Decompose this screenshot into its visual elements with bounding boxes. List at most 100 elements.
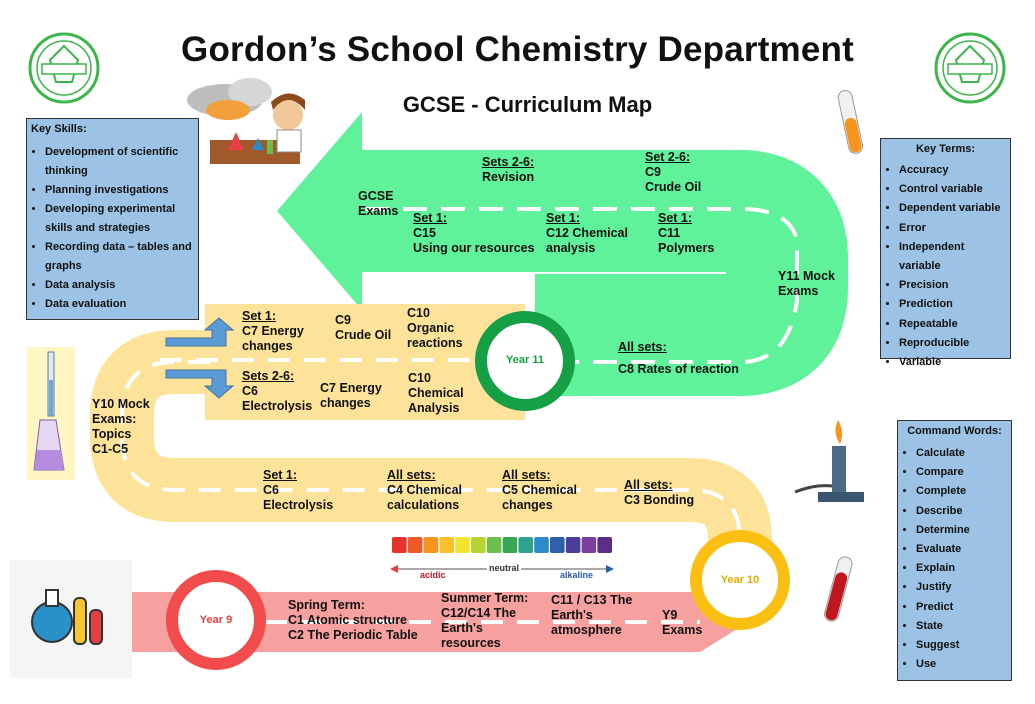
ph-swatch — [502, 537, 518, 553]
y9-spring-block: Spring Term: C1 Atomic structure C2 The … — [288, 598, 418, 643]
y10-lower-c6-block: Set 1: C6 Electrolysis — [263, 468, 333, 513]
year9-circle — [166, 570, 266, 670]
year11-road — [277, 112, 848, 396]
y10-c4-block: All sets: C4 Chemical calculations — [387, 468, 462, 513]
ph-alkaline-label: alkaline — [560, 570, 594, 580]
y11-c9-head: Set 2-6: — [645, 150, 691, 164]
school-logo-right — [934, 32, 1006, 104]
y11-revision-block: Sets 2-6: Revision — [482, 155, 534, 185]
y10-c3-block: All sets: C3 Bonding — [624, 478, 694, 508]
y10-c10b-line2: Chemical — [408, 386, 464, 400]
command-word-item: Explain — [916, 559, 1007, 578]
y9-summer-line3: Earth's — [441, 621, 483, 635]
y11-c8-head: All sets: — [618, 340, 667, 354]
ph-swatch — [471, 537, 486, 553]
y11-c12-line1: C12 Chemical — [546, 226, 628, 240]
year10-circle — [690, 530, 790, 630]
key-skills-heading: Key Skills: — [31, 123, 87, 135]
y10-c5-head: All sets: — [502, 468, 551, 482]
command-word-item: Use — [916, 655, 1007, 674]
y10-mock-line4: C1-C5 — [92, 442, 129, 456]
y10-c4-line2: calculations — [387, 498, 460, 512]
command-word-item: Determine — [916, 521, 1007, 540]
y10-c9-line2: Crude Oil — [335, 328, 392, 342]
ph-scale — [392, 537, 612, 553]
page-subtitle: GCSE - Curriculum Map — [402, 92, 653, 117]
gcse-exams-line1: GCSE — [358, 189, 394, 203]
y10-c10-block: C10 Organic reactions — [407, 306, 463, 351]
key-skill-item: Data evaluation — [45, 295, 194, 314]
command-words-panel: Command Words: Calculate Compare Complet… — [897, 420, 1012, 681]
ph-swatch — [455, 537, 470, 553]
y10-mock-line2: Exams: — [92, 412, 137, 426]
y10-mock-block: Y10 Mock Exams: Topics C1-C5 — [92, 397, 150, 457]
y10-sets26-head: Sets 2-6: — [242, 369, 295, 383]
key-skill-item: Planning investigations — [45, 181, 194, 200]
y11-mock-line2: Exams — [778, 284, 819, 298]
school-logo-left — [28, 32, 100, 104]
key-skill-item: Developing experimental skills and strat… — [45, 200, 194, 238]
y11-c11-head: Set 1: — [658, 211, 693, 225]
ph-neutral-label: neutral — [487, 563, 522, 573]
y10-c10-line1: C10 — [407, 306, 430, 320]
y10-set1-head: Set 1: — [242, 309, 277, 323]
gcse-exams-label: GCSE Exams — [358, 189, 398, 219]
test-tube-orange-icon — [837, 90, 864, 154]
y9-c11-block: C11 / C13 The Earth's atmosphere — [551, 593, 632, 638]
command-word-item: State — [916, 617, 1007, 636]
key-term-item: Variable — [899, 353, 1006, 372]
y10-lower-c6-line2: Electrolysis — [263, 498, 334, 512]
y10-c10b-line1: C10 — [408, 371, 431, 385]
y10-c9-line1: C9 — [335, 313, 351, 327]
key-term-item: Accuracy — [899, 161, 1006, 180]
year9-label: Year 9 — [199, 614, 233, 626]
y9-exams-block: Y9 Exams — [662, 608, 702, 638]
ph-swatch — [534, 537, 549, 553]
key-term-item: Control variable — [899, 180, 1006, 199]
y9-c11-line1: C11 / C13 The — [551, 593, 633, 607]
y10-lower-c6-line1: C6 — [263, 483, 279, 497]
y11-c15-block: Set 1: C15 Using our resources — [413, 211, 535, 256]
y11-c8-block: All sets: C8 Rates of reaction — [618, 340, 739, 377]
y11-c8-text: C8 Rates of reaction — [618, 362, 739, 376]
key-skill-item: Development of scientific thinking — [45, 143, 194, 181]
y10-mock-line1: Y10 Mock — [92, 397, 150, 411]
ph-swatch — [486, 537, 502, 553]
y9-summer-line1: Summer Term: — [441, 591, 529, 605]
command-words-heading: Command Words: — [907, 425, 1002, 437]
y11-c9-line2: Crude Oil — [645, 180, 702, 194]
y11-revision-text: Revision — [482, 170, 535, 184]
y11-c11-line1: C11 — [658, 226, 681, 240]
y10-c5-block: All sets: C5 Chemical changes — [502, 468, 577, 513]
y9-summer-line4: resources — [441, 636, 501, 650]
command-word-item: Evaluate — [916, 540, 1007, 559]
y11-mock-block: Y11 Mock Exams — [778, 269, 835, 299]
y10-c5-line2: changes — [502, 498, 553, 512]
y10-c3-head: All sets: — [624, 478, 673, 492]
y10-c10b-block: C10 Chemical Analysis — [408, 371, 464, 416]
y10-c5-line1: C5 Chemical — [502, 483, 578, 497]
key-term-item: Dependent variable — [899, 199, 1006, 218]
key-term-item: Repeatable — [899, 315, 1006, 334]
branch-arrows — [165, 317, 235, 399]
key-term-item: Prediction — [899, 295, 1006, 314]
lab-glassware-icon — [10, 560, 132, 678]
y10-c7b-block: C7 Energy changes — [320, 381, 382, 411]
y11-c9-line1: C9 — [645, 165, 661, 179]
year11-circle — [475, 311, 575, 411]
y11-c15-head: Set 1: — [413, 211, 448, 225]
y9-spring-head: Spring Term: — [288, 598, 365, 612]
y11-c11-line2: Polymers — [658, 241, 715, 255]
ph-swatch — [518, 537, 533, 553]
y11-c12-line2: analysis — [546, 241, 596, 255]
command-word-item: Complete — [916, 482, 1007, 501]
year11-label: Year 11 — [506, 354, 544, 366]
ph-swatch — [581, 537, 597, 553]
y11-c9-block: Set 2-6: C9 Crude Oil — [645, 150, 701, 195]
key-term-item: Precision — [899, 276, 1006, 295]
y10-c3-line1: C3 Bonding — [624, 493, 695, 507]
command-word-item: Compare — [916, 463, 1007, 482]
y9-exams-line2: Exams — [662, 623, 703, 637]
year10-label: Year 10 — [720, 574, 760, 586]
ph-swatch — [565, 537, 581, 553]
